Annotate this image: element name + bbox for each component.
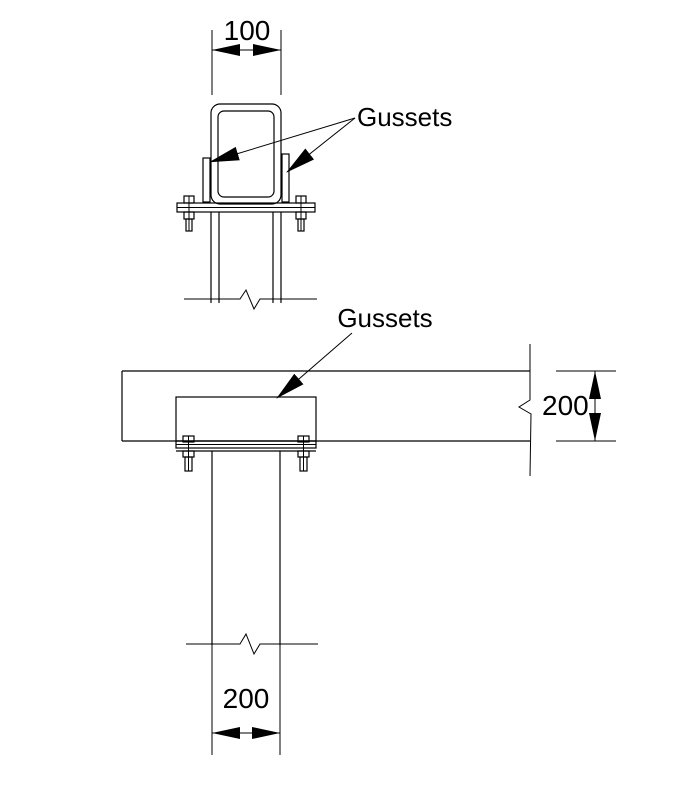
beam-depth-dimension: 200: [542, 370, 616, 442]
end-plate: [175, 440, 317, 452]
bolt-elev-right: [297, 435, 310, 472]
gusset-callout-top: Gussets: [209, 102, 452, 173]
column-width-dimension: 200: [212, 683, 280, 739]
column-width-value: 200: [223, 683, 270, 714]
gusset-label-elevation: Gussets: [337, 303, 432, 333]
elevation-detail: Gussets 200 200: [121, 303, 616, 755]
top-detail: 100: [176, 15, 452, 311]
width-dimension-value: 100: [224, 15, 271, 46]
bolt-left: [183, 195, 195, 232]
gusset-plate-elevation: [175, 396, 317, 442]
column-top-detail: [184, 212, 317, 311]
gusset-plates: [202, 153, 290, 203]
gusset-label-top: Gussets: [357, 102, 452, 132]
width-dimension: 100: [211, 15, 282, 95]
bolt-right: [295, 195, 307, 232]
base-plate: [176, 202, 316, 213]
rhs-section: [210, 103, 282, 205]
gusset-callout-elevation: Gussets: [276, 303, 433, 399]
bolt-elev-left: [182, 435, 195, 472]
beam-depth-value: 200: [542, 390, 589, 421]
column-elevation: [186, 451, 318, 755]
